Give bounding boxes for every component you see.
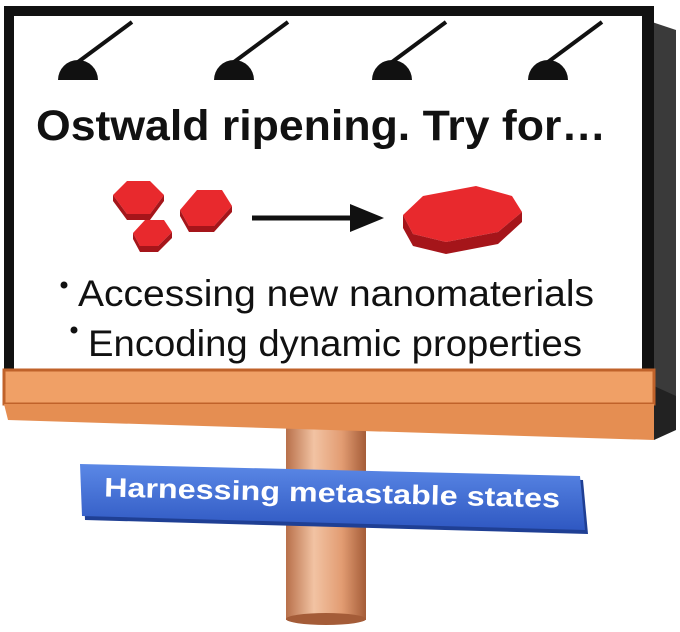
crystal-icon — [180, 190, 232, 232]
spotlight-icon — [528, 20, 604, 80]
arrow-right-icon — [252, 204, 384, 232]
list-item: Accessing new nanomaterials — [60, 273, 594, 314]
bullet-icon — [60, 281, 68, 289]
small-crystals — [113, 181, 232, 252]
spotlight-icon — [214, 20, 290, 80]
spotlights — [58, 20, 604, 80]
bullet-text: Encoding dynamic properties — [88, 323, 582, 364]
billboard-title: Ostwald ripening. Try for… — [36, 102, 606, 150]
list-item: Encoding dynamic properties — [70, 323, 582, 364]
spotlight-icon — [372, 20, 448, 80]
bullet-list: Accessing new nanomaterials Encoding dyn… — [60, 273, 594, 364]
billboard-base-strip — [2, 368, 676, 440]
bullet-icon — [70, 326, 78, 334]
spotlight-icon — [58, 20, 134, 80]
crystal-icon — [133, 220, 172, 252]
bullet-text: Accessing new nanomaterials — [78, 273, 594, 314]
crystal-icon — [113, 181, 164, 220]
crystal-icon — [403, 186, 522, 254]
banner: Harnessing metastable states — [80, 464, 588, 534]
